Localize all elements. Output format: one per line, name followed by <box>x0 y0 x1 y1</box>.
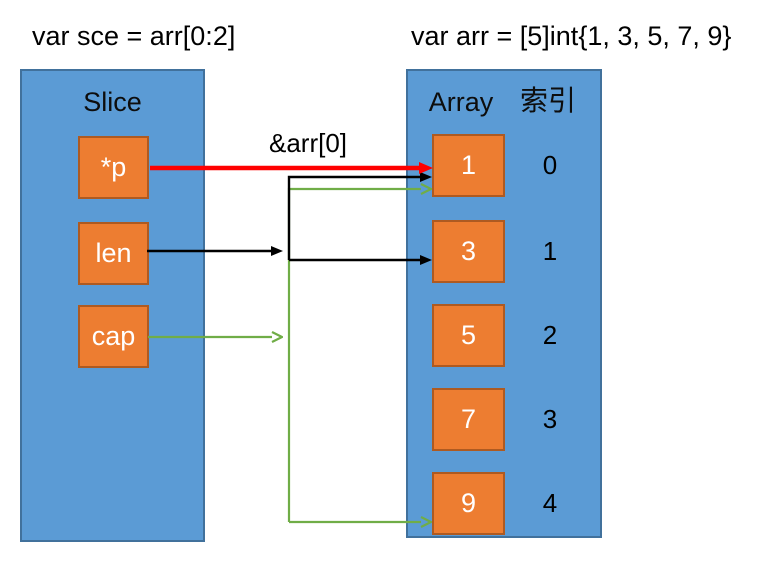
array-panel-title: Array <box>428 87 494 117</box>
array-element-2: 5 <box>432 304 505 367</box>
slice-field-pointer: *p <box>78 136 149 199</box>
array-element-4: 9 <box>432 472 505 535</box>
index-label-1: 1 <box>542 236 558 266</box>
index-label-3: 3 <box>542 404 558 434</box>
array-declaration-text: var arr = [5]int{1, 3, 5, 7, 9} <box>411 21 732 51</box>
index-label-4: 4 <box>542 488 558 518</box>
index-label-0: 0 <box>542 150 558 180</box>
slice-field-len: len <box>78 222 149 285</box>
array-element-1: 3 <box>432 220 505 283</box>
index-column-title: 索引 <box>519 85 576 116</box>
array-element-0: 1 <box>432 134 505 197</box>
len-range-start-arrow <box>287 172 432 260</box>
slice-panel-title: Slice <box>83 87 142 117</box>
pointer-address-label: &arr[0] <box>268 128 348 158</box>
slice-declaration-text: var sce = arr[0:2] <box>32 21 236 51</box>
cap-range-start-arrow <box>287 189 421 522</box>
slice-field-cap: cap <box>78 305 149 368</box>
array-element-3: 7 <box>432 388 505 451</box>
index-label-2: 2 <box>542 320 558 350</box>
